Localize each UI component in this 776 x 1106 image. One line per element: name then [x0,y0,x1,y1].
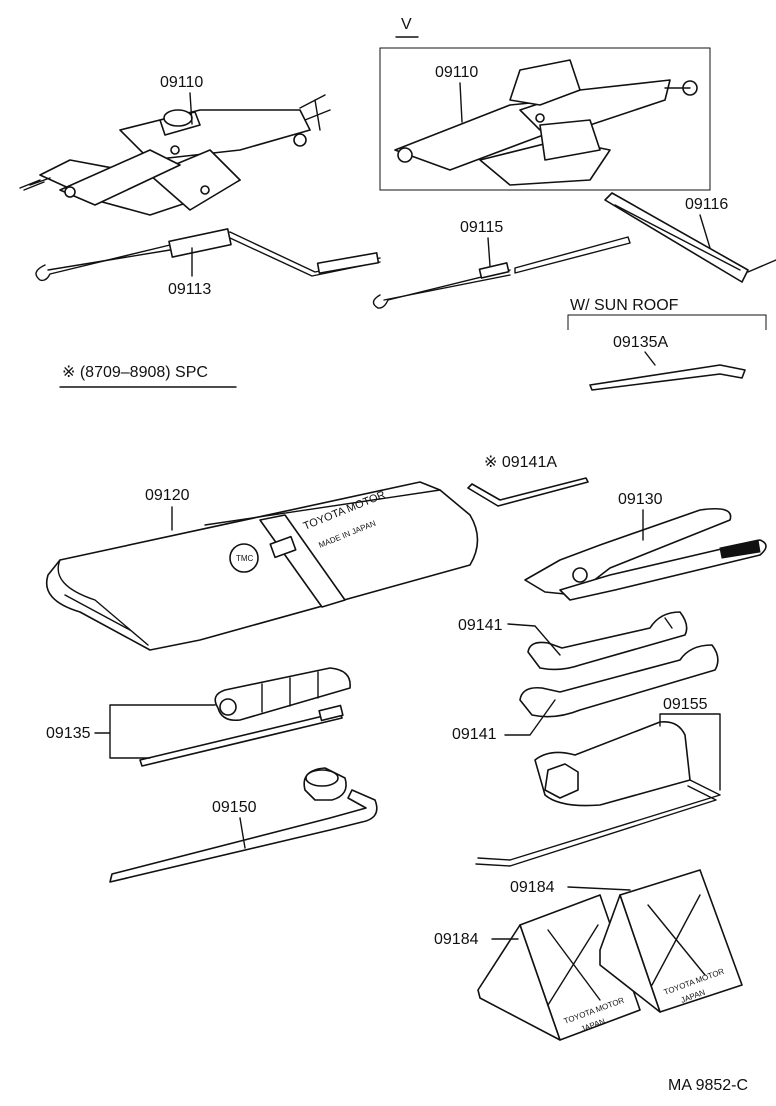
label-jack-variant: 09110 [435,64,478,81]
sunroof-note: W/ SUN ROOF [570,297,679,314]
sunroof-group: W/ SUN ROOF 09135A [567,297,767,391]
pliers: 09130 [524,491,767,601]
jack-variant-box: 09110 [379,47,711,191]
sunroof-bracket [567,314,767,330]
jack-handle-09115: 09115 [372,219,631,309]
spc-note: ※ (8709–8908) SPC [62,364,208,381]
label-plug-wrench: 09155 [663,696,708,713]
label-sunroof-part: 09135A [613,334,668,351]
leader-chock-upper [567,886,631,891]
label-jack-left: 09110 [160,74,203,91]
jack-handle-09113: 09113 [35,228,381,298]
label-chock-lower: 09184 [434,931,479,948]
label-wheel-wrench: 09150 [212,799,257,816]
tool-bag: TMC TOYOTA MOTOR MADE IN JAPAN 09120 [45,481,479,651]
v-marker: V [401,16,412,33]
label-jack-handle: 09113 [168,281,211,298]
label-hex-key: ※ 09141A [484,454,557,471]
diagram-code: MA 9852-C [668,1077,748,1094]
label-lever: 09116 [685,196,728,213]
label-pliers: 09130 [618,491,663,508]
label-wrench-lower: 09141 [452,726,497,743]
wrench-upper: 09141 [458,611,688,671]
wheel-wrench: 09150 [109,767,378,883]
lever-09116: 09116 [604,192,776,283]
scissor-jack-left: 09110 [19,74,331,216]
plug-wrench: 09155 [475,696,721,867]
label-handle-09115: 09115 [460,219,503,236]
screwdriver: 09135 [46,667,351,767]
wheel-chock-right: TOYOTA MOTOR JAPAN [599,869,743,1013]
wrench-lower: 09141 [452,644,719,743]
variant-frame [379,47,711,191]
label-wrench-upper: 09141 [458,617,503,634]
label-screwdriver: 09135 [46,725,91,742]
label-chock-upper: 09184 [510,879,555,896]
svg-text:TMC: TMC [236,554,254,563]
label-tool-bag: 09120 [145,487,190,504]
hex-key: ※ 09141A [467,454,589,507]
